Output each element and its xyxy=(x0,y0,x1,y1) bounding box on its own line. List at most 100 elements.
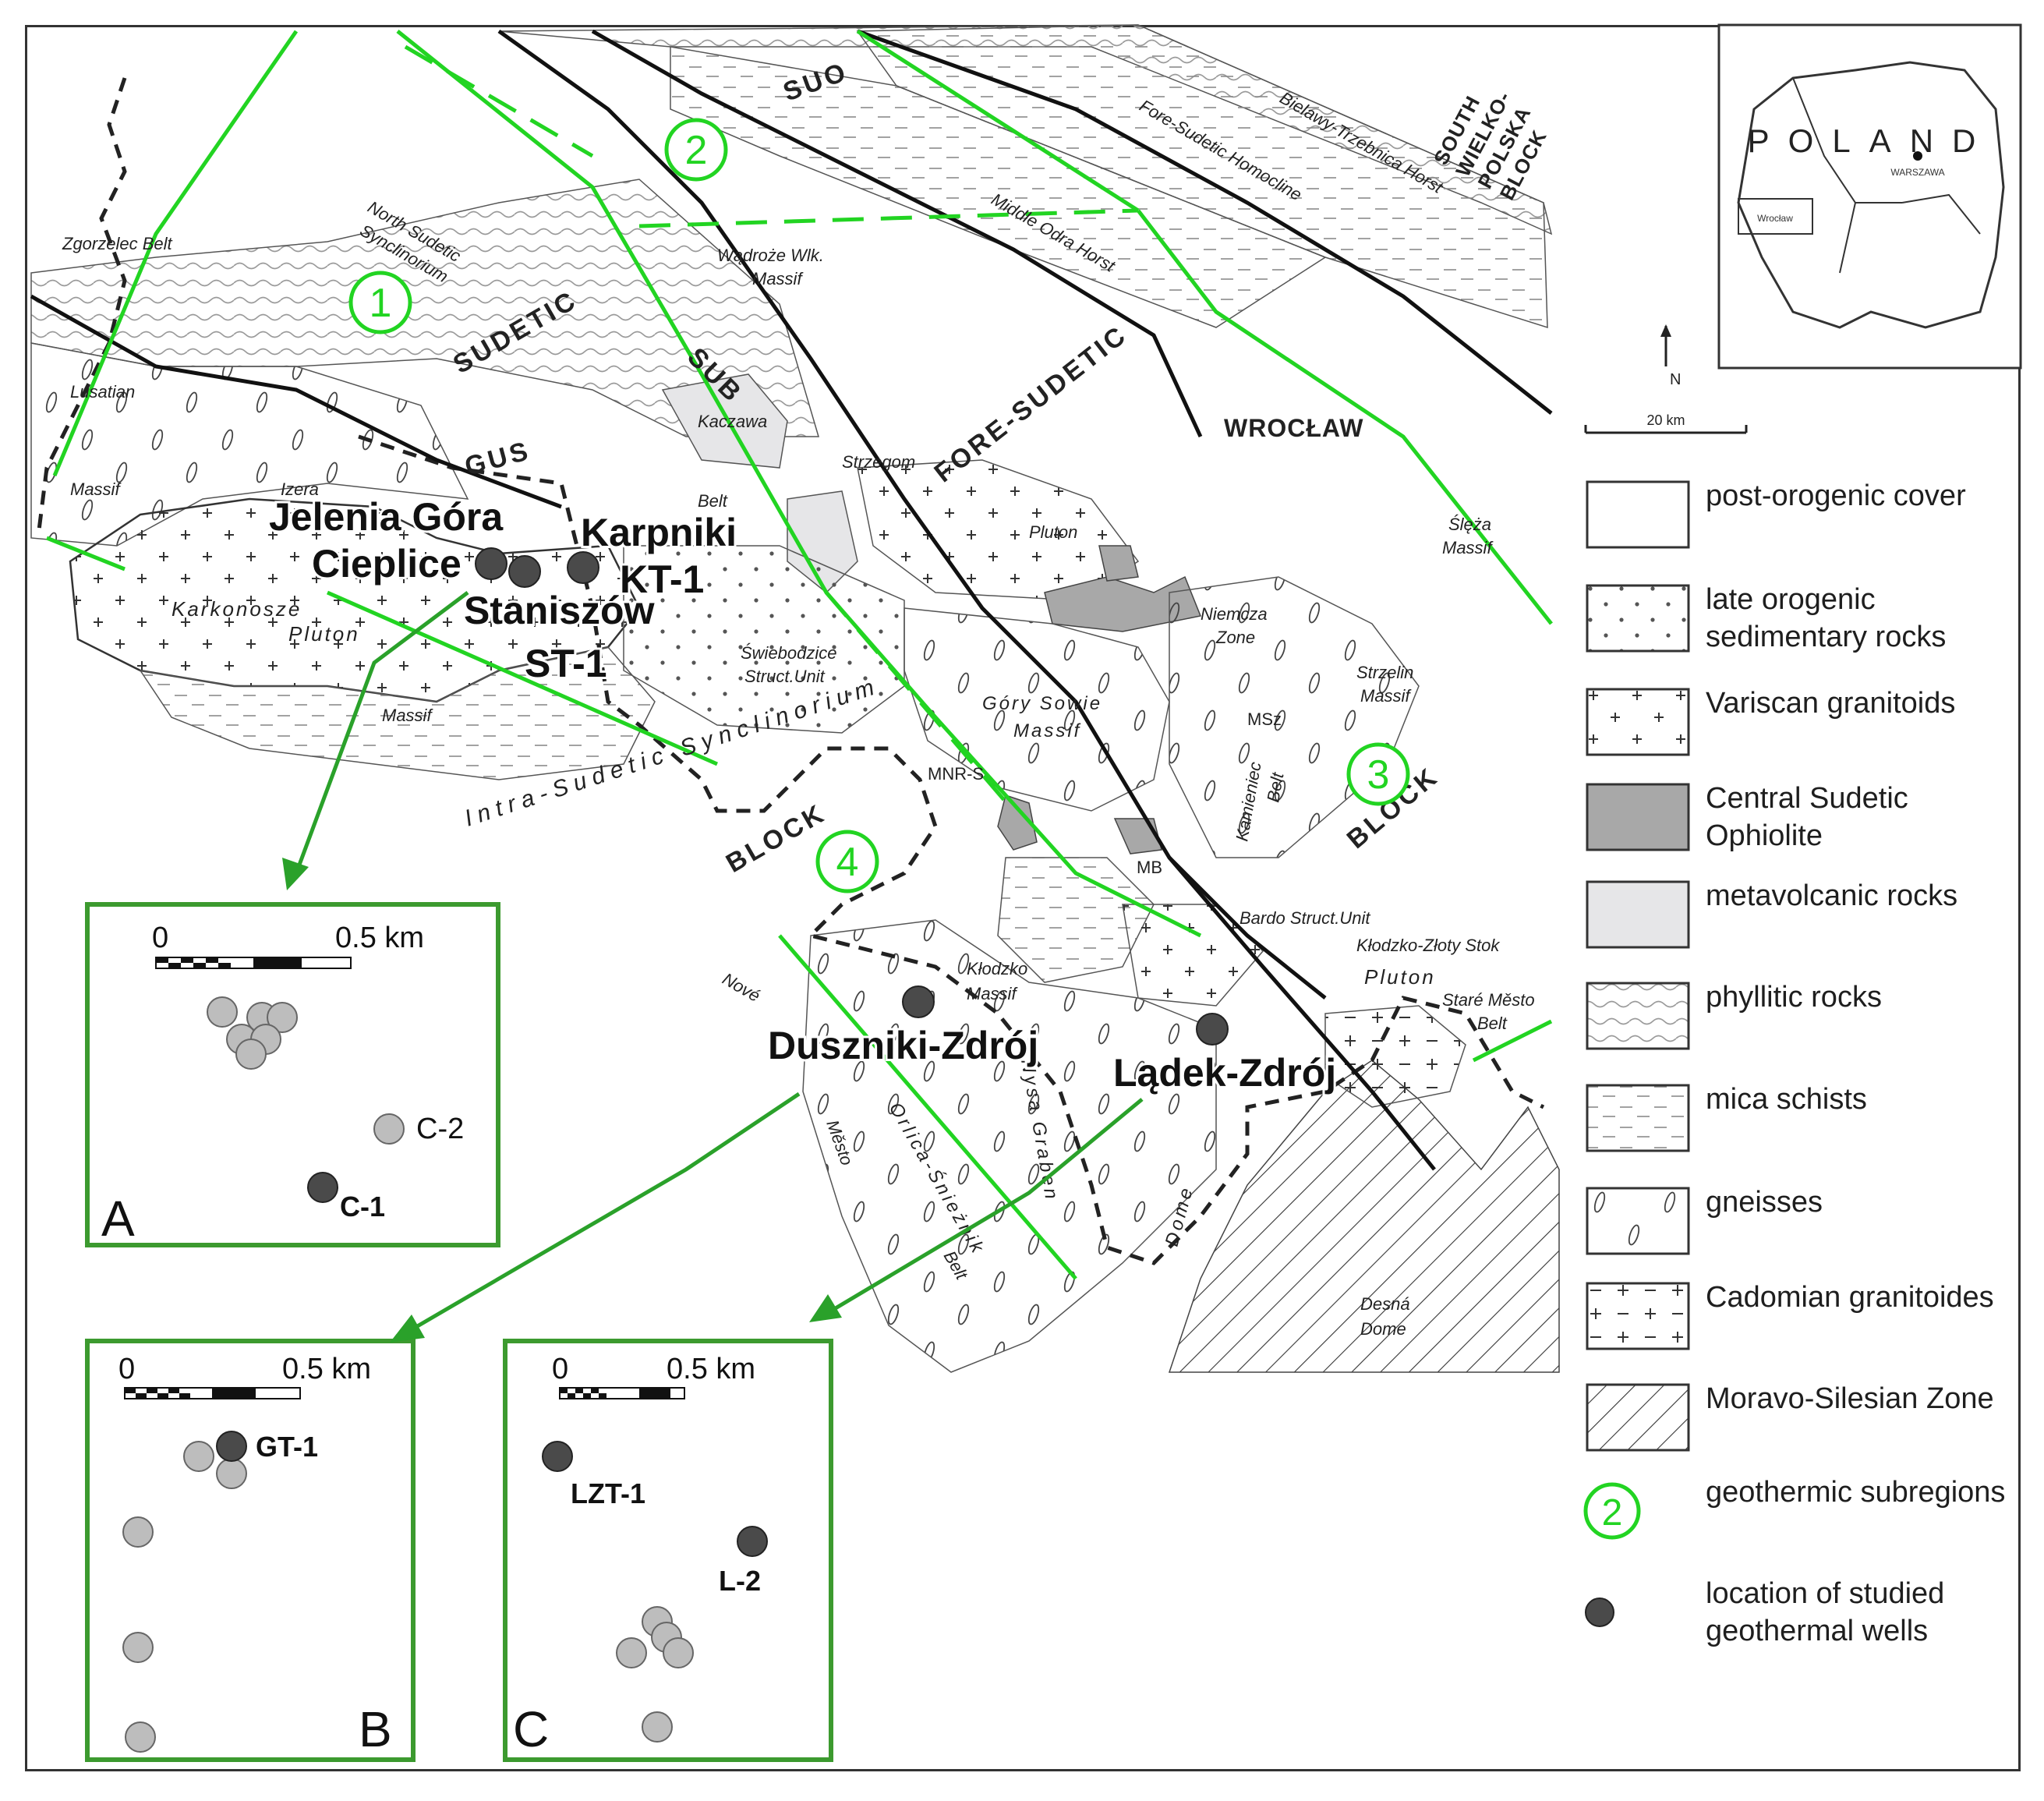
label-wadroze-2: Massif xyxy=(752,269,804,288)
label-zgorzelec: Zgorzelec Belt xyxy=(62,234,173,253)
legend-label: metavolcanic rocks xyxy=(1706,879,1958,912)
city-staniszow: Staniszów xyxy=(464,589,655,632)
label-izera: Izera xyxy=(281,479,319,499)
label-gory-sowie-2: Massif xyxy=(1013,720,1081,741)
label-pluton-s: Pluton xyxy=(1029,522,1077,542)
inset-A: 0 0.5 km C-2 C-1 A xyxy=(85,902,500,1247)
city-duszniki: Duszniki-Zdrój xyxy=(768,1024,1038,1067)
well-L-2: L-2 xyxy=(719,1565,761,1597)
legend-swatch-lenses xyxy=(1586,1187,1690,1255)
legend-label: location of studied geothermal wells xyxy=(1706,1577,1945,1647)
label-sleza-1: Ślęża xyxy=(1448,515,1491,534)
unit-klodzko-zloty-pluton xyxy=(1122,904,1264,1007)
subregion-1: 1 xyxy=(348,271,412,334)
well-GT-1: GT-1 xyxy=(256,1431,318,1463)
label-klodzko-massif-2: Massif xyxy=(967,984,1018,1003)
subregion-2: 2 xyxy=(664,118,728,182)
unit-ophiolite-2 xyxy=(1098,545,1139,582)
subregion-4: 4 xyxy=(815,830,879,893)
unit-ophiolite-3 xyxy=(997,794,1038,851)
inset-arrowheads xyxy=(282,858,842,1343)
label-desna-2: Dome xyxy=(1360,1319,1406,1339)
unit-stare-mesto xyxy=(1324,1005,1466,1108)
legend-swatch-hatch xyxy=(1586,1383,1690,1452)
legend-label: geothermic subregions xyxy=(1706,1476,2006,1509)
label-pluton-kz: Pluton xyxy=(1364,965,1436,989)
legend-swatch-lightgray xyxy=(1586,880,1690,949)
legend-label: gneisses xyxy=(1706,1186,1823,1219)
label-massif-left: Massif xyxy=(70,479,122,499)
svg-text:3: 3 xyxy=(1367,752,1390,798)
svg-text:1: 1 xyxy=(370,281,392,326)
inset-B: 0 0.5 km GT-1 B xyxy=(85,1339,416,1762)
label-swiebodzice-1: Świebodzice xyxy=(741,643,837,663)
inset-B-letter: B xyxy=(359,1701,392,1757)
legend-item: post-orogenic cover xyxy=(1575,477,2011,555)
unit-swiebodzice xyxy=(623,545,905,734)
city-karpniki: Karpniki xyxy=(581,511,737,554)
label-stare-mesto-2: Belt xyxy=(1477,1014,1508,1033)
inset-A-scale-bar xyxy=(155,957,352,969)
border-south xyxy=(358,434,1545,1265)
legend-item: mica schists xyxy=(1575,1081,2011,1159)
legend-label: Variscan granitoids xyxy=(1706,687,1956,720)
unit-moravo-silesian xyxy=(1168,1060,1560,1373)
legend-swatch-dark-dot xyxy=(1585,1598,1614,1627)
svg-text:N: N xyxy=(1670,371,1681,388)
legend-swatch-plusminus xyxy=(1586,1282,1690,1350)
label-nove: Nové xyxy=(720,969,764,1006)
well-C-1: C-1 xyxy=(340,1191,385,1222)
svg-text:0.5 km: 0.5 km xyxy=(282,1353,371,1385)
label-karkonosze: Karkonosze xyxy=(172,597,302,621)
city-jelenia-gora: Jelenia Góra xyxy=(269,495,504,539)
legend-swatch-crosses xyxy=(1586,688,1690,756)
legend-item: Central Sudetic Ophiolite xyxy=(1575,780,2011,858)
label-kaczawa: Kaczawa xyxy=(698,412,767,431)
label-msz: MSz xyxy=(1247,709,1282,729)
label-fore-sudetic: FORE-SUDETIC xyxy=(929,320,1133,488)
svg-text:2: 2 xyxy=(1602,1492,1623,1534)
svg-text:0.5 km: 0.5 km xyxy=(667,1353,755,1385)
svg-text:0: 0 xyxy=(552,1353,568,1385)
fault-ISF xyxy=(30,294,562,509)
legend-swatch-dashes xyxy=(1586,1084,1690,1152)
legend-swatch-gray xyxy=(1586,783,1690,851)
city-st1: ST-1 xyxy=(525,642,607,685)
label-sleza-2: Massif xyxy=(1442,538,1494,557)
warszawa-label: WARSZAWA xyxy=(1890,167,1944,178)
svg-text:0: 0 xyxy=(152,922,168,954)
svg-text:2: 2 xyxy=(685,128,708,173)
north-arrow: N xyxy=(1660,324,1681,388)
legend-swatch-waves xyxy=(1586,982,1690,1050)
study-area-box xyxy=(1738,198,1813,235)
legend-label: Moravo-Silesian Zone xyxy=(1706,1382,1994,1415)
unit-lusatian xyxy=(30,342,469,547)
legend-item: gneisses xyxy=(1575,1184,2011,1261)
poland-inset: Wrocław POLAND WARSZAWA xyxy=(1717,23,2022,370)
poland-label: POLAND xyxy=(1748,122,1995,159)
inset-arrows xyxy=(294,591,1144,1336)
wroclaw-inset-label: Wrocław xyxy=(1757,213,1793,224)
legend-label: Cadomian granitoides xyxy=(1706,1281,1994,1314)
label-niemcza-2: Zone xyxy=(1215,628,1255,647)
fault-fore-sudetic xyxy=(857,29,1553,415)
legend-label: Central Sudetic Ophiolite xyxy=(1706,782,1908,852)
label-strzelin-2: Massif xyxy=(1360,686,1412,706)
city-kt1: KT-1 xyxy=(620,557,704,601)
legend-item: Cadomian granitoides xyxy=(1575,1279,2011,1357)
legend-item: location of studied geothermal wells xyxy=(1575,1575,2011,1653)
well-C-2: C-2 xyxy=(416,1113,464,1145)
inset-C-letter: C xyxy=(513,1701,549,1757)
map-wells xyxy=(475,547,1229,1046)
unit-kaczawa-metavolcanic xyxy=(661,373,788,469)
svg-text:0.5 km: 0.5 km xyxy=(335,922,424,954)
legend-swatch-green-circle: 2 xyxy=(1583,1482,1641,1540)
poland-outline xyxy=(1737,61,2005,329)
svg-text:4: 4 xyxy=(836,840,859,885)
label-desna-1: Desná xyxy=(1360,1294,1410,1314)
label-wadroze-1: Wądroże Wlk. xyxy=(717,246,824,265)
fault-SUO xyxy=(591,29,1203,438)
legend-item: Moravo-Silesian Zone xyxy=(1575,1380,2011,1458)
label-pluton-k: Pluton xyxy=(288,622,360,646)
